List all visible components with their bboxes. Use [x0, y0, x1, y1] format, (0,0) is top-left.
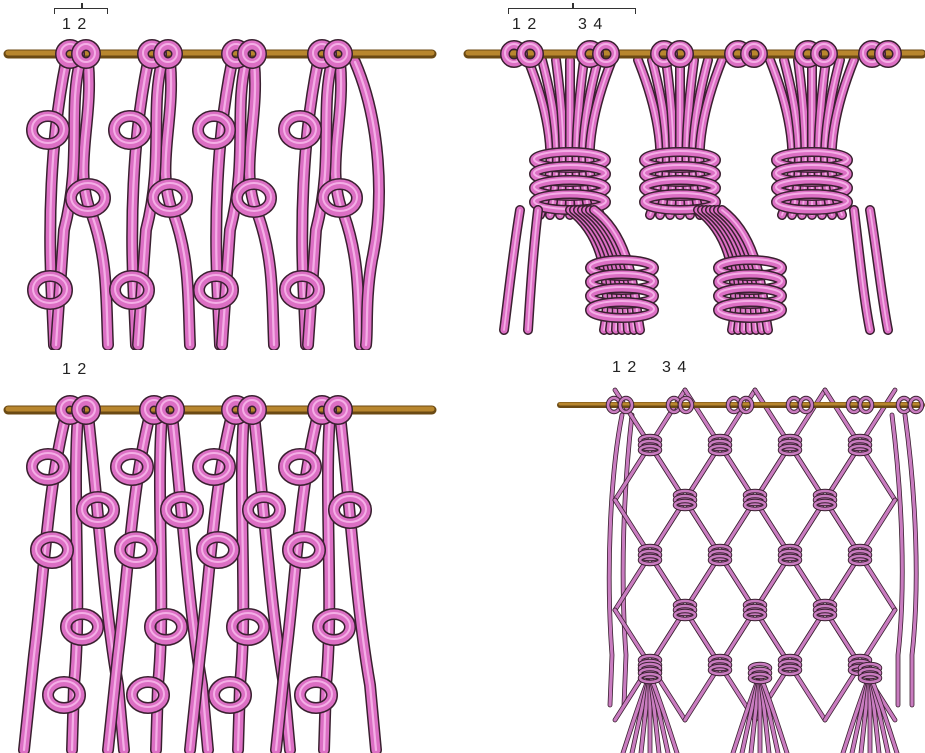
cord-end: [504, 210, 520, 330]
chain-loop: [32, 453, 64, 480]
chain-loop: [132, 681, 164, 708]
chain-loop: [202, 536, 234, 563]
knot-diagram-2: [460, 0, 925, 350]
chain-loop: [48, 681, 80, 708]
half-hitch-loop: [32, 115, 64, 144]
chain-loop: [36, 536, 68, 563]
chain-loop: [116, 453, 148, 480]
cord-number-label-a: 1 2: [512, 16, 537, 34]
panel-alternating-half-hitch: 1 2: [0, 0, 450, 350]
half-hitch-loop: [198, 115, 230, 144]
label-brace: [54, 8, 108, 14]
panel-square-knot-alternating: 1 2 3 4: [460, 0, 925, 350]
label-brace: [508, 8, 636, 14]
chain-loop: [120, 536, 152, 563]
chain-loop: [214, 681, 246, 708]
cord-number-label-a: 1 2: [612, 359, 637, 377]
cord-number-label: 1 2: [62, 361, 87, 379]
panel-diamond-lattice: 1 2 3 4: [540, 355, 925, 753]
chain-loop: [300, 681, 332, 708]
cord-number-label: 1 2: [62, 16, 87, 34]
cord-right: [340, 415, 376, 750]
cord-highlight: [870, 210, 888, 330]
cord-fill: [892, 415, 902, 705]
cord-number-label-b: 3 4: [662, 359, 687, 377]
cord-highlight: [504, 210, 520, 330]
half-hitch-loop: [114, 115, 146, 144]
chain-loop: [288, 536, 320, 563]
cord-number-label-b: 3 4: [578, 16, 603, 34]
chain-loop: [198, 453, 230, 480]
knot-diagram-1: [0, 0, 450, 350]
chain-loop: [284, 453, 316, 480]
knot-diagram-4: [540, 355, 925, 753]
cord-end: [854, 210, 870, 330]
panel-double-half-hitch-chain: 1 2: [0, 355, 450, 753]
half-hitch-loop: [284, 115, 316, 144]
cord-end: [528, 210, 538, 330]
knot-diagram-3: [0, 355, 450, 753]
cord-end: [870, 210, 888, 330]
